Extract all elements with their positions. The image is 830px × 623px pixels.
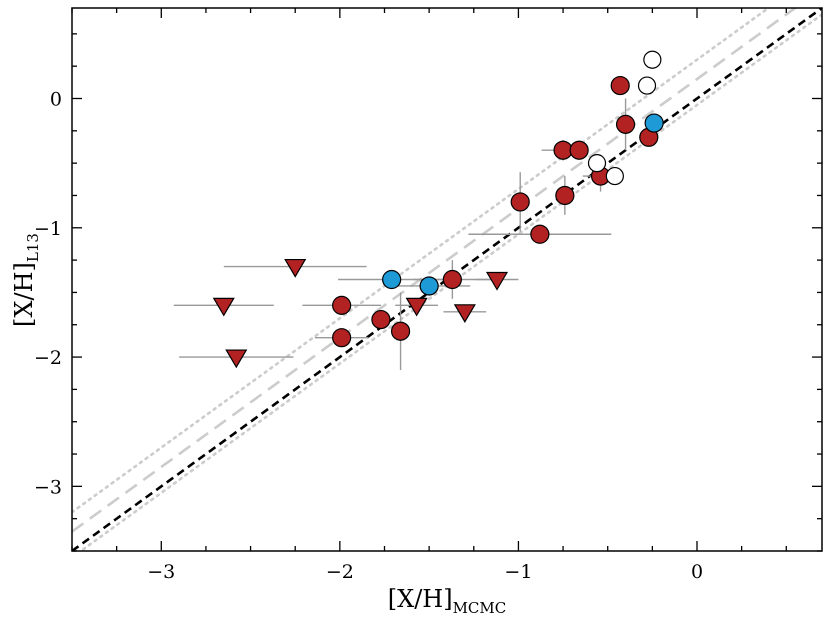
triangle-marker xyxy=(284,258,307,278)
open-circle-marker xyxy=(643,50,662,69)
data-markers xyxy=(212,50,664,369)
circle-marker xyxy=(442,269,462,290)
triangle-marker xyxy=(453,304,476,324)
y-axis-label: [X/H]L13 xyxy=(10,233,42,327)
circle-marker xyxy=(371,309,391,330)
x-tick-label: −3 xyxy=(147,561,175,583)
reference-line-offset-dotted-upper xyxy=(72,8,771,514)
y-tick-label: 0 xyxy=(50,89,62,111)
reference-line-offset-dashed xyxy=(72,8,798,533)
circle-marker xyxy=(555,185,575,206)
open-circle-marker xyxy=(587,154,607,173)
y-tick-label: −3 xyxy=(34,476,62,498)
circle-marker xyxy=(510,192,530,212)
x-axis-label: [X/H]MCMC xyxy=(388,585,507,617)
circle-marker xyxy=(390,321,411,341)
triangle-marker xyxy=(405,297,428,317)
y-axis-label-main: [X/H] xyxy=(10,262,38,327)
axis-ticks xyxy=(71,8,822,552)
circle-marker xyxy=(569,140,589,160)
x-axis-label-sub: MCMC xyxy=(453,599,507,617)
open-circle-marker xyxy=(637,76,657,95)
circle-marker xyxy=(332,328,352,348)
circle-marker xyxy=(553,140,573,160)
tick-labels: −3 −2 −1 0 −3 −2 −1 0 xyxy=(34,89,703,584)
circle-marker xyxy=(419,276,439,296)
circle-marker xyxy=(644,113,664,133)
x-tick-label: −2 xyxy=(326,561,354,583)
circle-marker xyxy=(530,224,550,244)
x-tick-label: 0 xyxy=(691,561,703,583)
y-tick-label: −1 xyxy=(34,218,62,240)
x-tick-label: −1 xyxy=(504,561,532,583)
open-circle-marker xyxy=(605,166,624,186)
y-axis-label-sub: L13 xyxy=(24,233,42,262)
plot-frame xyxy=(71,7,823,552)
y-tick-label: −2 xyxy=(34,347,62,369)
triangle-marker xyxy=(485,271,509,291)
circle-marker xyxy=(382,269,402,290)
x-axis-label-main: [X/H] xyxy=(388,585,453,613)
circle-marker xyxy=(332,295,352,315)
triangle-marker xyxy=(225,349,248,369)
circle-marker xyxy=(610,75,630,96)
triangle-marker xyxy=(212,297,235,317)
circle-marker xyxy=(615,114,636,134)
